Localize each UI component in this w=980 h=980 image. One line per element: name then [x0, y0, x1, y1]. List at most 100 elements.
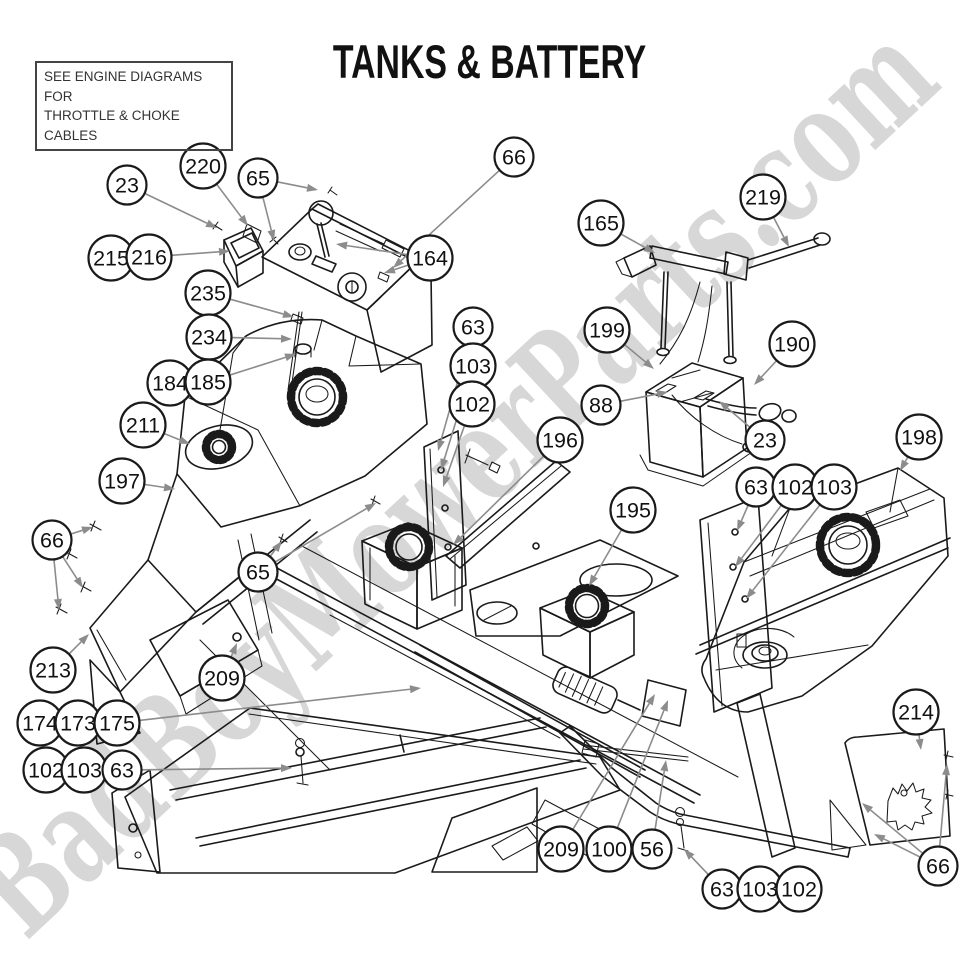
leader-arrowhead [660, 760, 669, 772]
callout-number: 195 [615, 499, 651, 523]
callout-195: 195 [609, 486, 657, 534]
leader-arrowhead [780, 235, 789, 247]
leader-arrowhead [942, 764, 951, 776]
callout-number: 102 [28, 759, 64, 783]
callout-165: 165 [577, 199, 625, 247]
leader-arrowhead [746, 587, 756, 599]
leader-arrowhead [900, 459, 909, 471]
callout-circle [739, 173, 787, 221]
callout-number: 63 [461, 316, 485, 340]
leader-line [690, 856, 710, 876]
callout-circle [895, 413, 943, 461]
leader-line [883, 838, 921, 858]
leader-arrowhead [645, 694, 655, 706]
callout-234: 234 [185, 313, 233, 361]
leader-line [616, 709, 665, 829]
callout-88: 88 [580, 384, 622, 426]
callout-65: 65 [237, 551, 279, 593]
diagram-line-art [55, 186, 954, 874]
callout-number: 215 [93, 247, 129, 271]
callout-circle [106, 164, 148, 206]
leader-arrowhead [915, 738, 924, 750]
callout-circle [583, 306, 631, 354]
leader-line [346, 244, 408, 256]
callout-number: 88 [589, 394, 613, 418]
callout-214: 214 [892, 688, 940, 736]
callout-number: 100 [591, 838, 627, 862]
callout-66: 66 [493, 136, 535, 178]
leader-arrowhead [453, 534, 464, 545]
callout-circle [125, 233, 173, 281]
leader-line [620, 233, 646, 249]
seat-plate [469, 539, 679, 679]
callout-circle [537, 825, 585, 873]
leader-arrowhead [862, 803, 874, 814]
callout-number: 211 [126, 414, 160, 438]
callout-number: 63 [710, 878, 734, 902]
callout-number: 66 [40, 529, 64, 553]
leader-line [269, 549, 276, 558]
callout-103: 103 [60, 746, 108, 794]
callout-circle [744, 419, 786, 461]
leader-arrowhead [364, 503, 376, 513]
leader-arrowhead [754, 374, 765, 385]
callout-197: 197 [98, 457, 146, 505]
callout-211: 211 [119, 401, 167, 449]
callout-circle [31, 519, 73, 561]
callout-63: 63 [101, 749, 143, 791]
callout-number: 198 [901, 426, 937, 450]
floor-pan [111, 639, 621, 874]
callout-circle [29, 646, 77, 694]
leader-line [752, 504, 821, 591]
callout-circle [892, 688, 940, 736]
leader-arrowhead [336, 241, 348, 250]
leader-arrowhead [306, 183, 318, 192]
callout-102: 102 [771, 463, 819, 511]
callout-63: 63 [452, 306, 494, 348]
leader-line [276, 181, 308, 189]
mid-fuel-tank-left [361, 522, 463, 630]
leader-arrowhead [238, 214, 248, 226]
callout-circle [493, 136, 535, 178]
callout-number: 235 [190, 282, 226, 306]
callout-number: 174 [22, 712, 58, 736]
callout-174: 174 [16, 699, 64, 747]
leader-arrowhead [280, 334, 292, 343]
callout-number: 220 [185, 155, 221, 179]
callout-219: 219 [739, 173, 787, 221]
callout-circle [237, 551, 279, 593]
callout-circle [184, 358, 232, 406]
callout-63: 63 [701, 868, 743, 910]
leader-arrowhead [719, 401, 730, 412]
battery-hold-down [615, 232, 831, 365]
callout-number: 65 [246, 561, 270, 585]
leader-arrowhead [205, 219, 217, 228]
note-line-1: SEE ENGINE DIAGRAMS FOR [44, 69, 203, 104]
leader-line [141, 767, 282, 771]
callout-23: 23 [744, 419, 786, 461]
leader-line [61, 555, 78, 580]
callout-number: 214 [898, 701, 934, 725]
callout-number: 103 [455, 355, 491, 379]
leader-arrowhead [384, 265, 396, 274]
leader-arrowhead [73, 576, 83, 588]
callout-number: 165 [583, 212, 619, 236]
callout-63: 63 [735, 466, 777, 508]
callout-103: 103 [449, 342, 497, 390]
leader-line [740, 504, 750, 522]
leader-arrowhead [442, 475, 451, 487]
callout-196: 196 [536, 416, 584, 464]
callout-173: 173 [54, 699, 102, 747]
callout-circle [179, 142, 227, 190]
leader-line [593, 529, 623, 577]
leader-arrowhead [656, 390, 668, 399]
callout-209: 209 [198, 654, 246, 702]
leader-arrowhead [163, 483, 175, 492]
callout-number: 56 [640, 838, 664, 862]
callout-number: 23 [115, 174, 139, 198]
callout-circle [198, 654, 246, 702]
leader-arrowhead [437, 439, 445, 451]
callout-number: 190 [774, 333, 810, 357]
